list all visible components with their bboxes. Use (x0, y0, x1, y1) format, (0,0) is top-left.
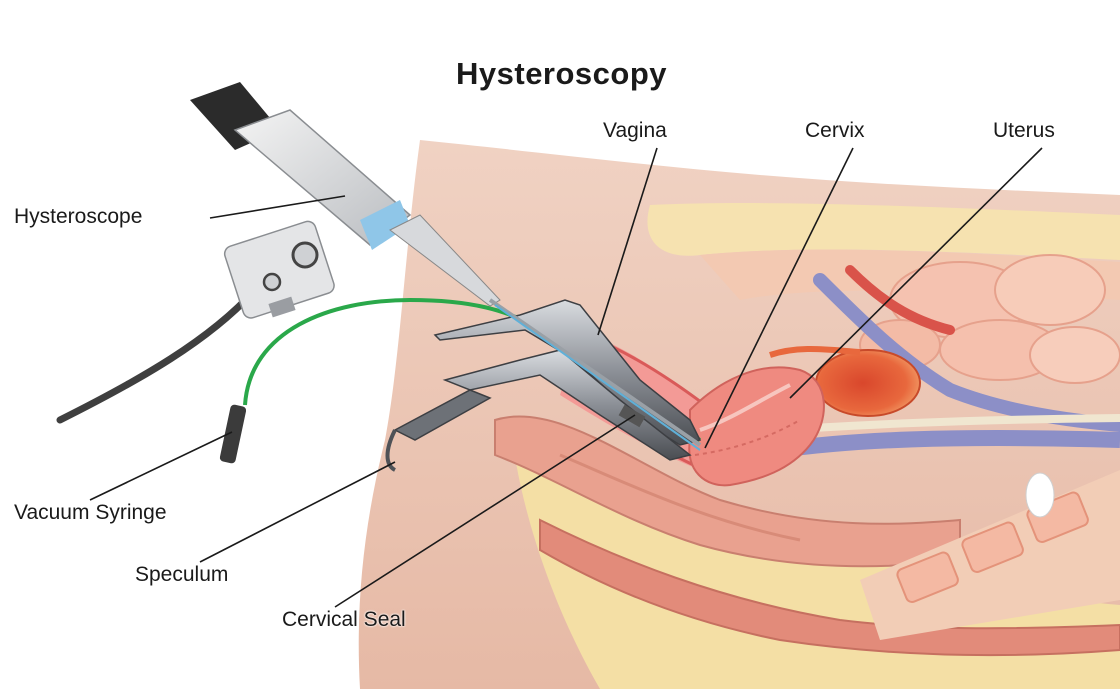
label-cervical-seal: Cervical Seal (282, 608, 406, 632)
diagram-title: Hysteroscopy (456, 56, 667, 92)
label-vagina: Vagina (603, 119, 667, 143)
label-hysteroscope: Hysteroscope (14, 205, 142, 229)
leader-vacuum-syringe (90, 432, 232, 500)
label-uterus: Uterus (993, 119, 1055, 143)
label-cervix: Cervix (805, 119, 865, 143)
scope-cable (60, 290, 255, 420)
label-vacuum-syringe: Vacuum Syringe (14, 501, 167, 525)
label-speculum: Speculum (135, 563, 228, 587)
